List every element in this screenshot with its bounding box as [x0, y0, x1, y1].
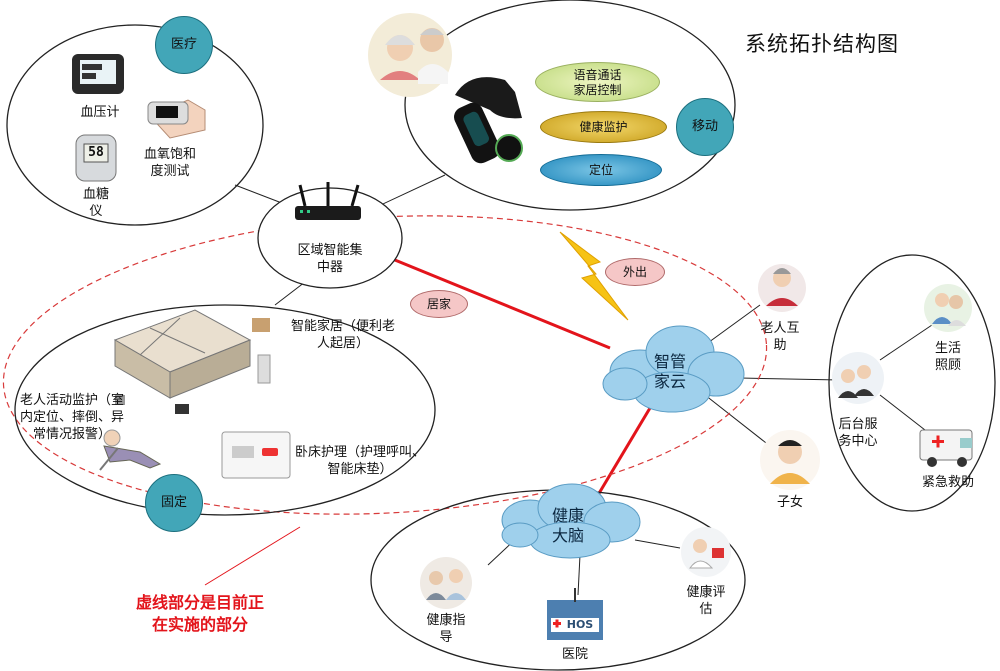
hospital-sign-text: HOS	[566, 618, 594, 631]
link-service-rescue	[879, 394, 926, 431]
hub-node	[257, 187, 403, 289]
smart-home-text: 智能家居（便利老人起居）	[291, 319, 396, 351]
bedside-care-label: 卧床护理（护理呼叫、智能床垫）	[290, 444, 430, 478]
service-group	[828, 254, 996, 512]
blood-pressure-label: 血压计	[80, 105, 120, 120]
home-link-tag: 居家	[410, 290, 468, 318]
link-cloud-brain	[596, 407, 652, 496]
note-pointer-line	[204, 526, 301, 586]
health-assessment-photo	[681, 527, 731, 577]
link-hub-cloud	[389, 256, 611, 350]
fixed-group	[14, 304, 436, 516]
link-hub-fixed	[274, 281, 306, 306]
smart-home-floorplan-icon	[113, 309, 271, 414]
hub-label: 区域智能集中器	[280, 242, 380, 276]
mobile-badge-label: 移动	[691, 119, 718, 134]
glucose-screen-value: 58	[88, 145, 104, 160]
brain-cloud-icon	[501, 483, 641, 559]
in-progress-boundary	[2, 215, 768, 515]
activity-monitor-label: 老人活动监护（室内定位、摔倒、异常情况报警）	[12, 392, 132, 443]
link-cloud-service	[739, 377, 841, 381]
glucose-label: 血糖仪	[78, 186, 114, 220]
fallen-elder-icon	[99, 429, 162, 471]
ambulance-icon	[919, 429, 973, 467]
glucose-text: 血糖仪	[82, 187, 109, 219]
life-care-text: 生活照顾	[934, 341, 961, 373]
life-care-photo	[924, 284, 972, 332]
nurse-call-panel-icon	[221, 431, 291, 479]
service-center-text: 后台服务中心	[838, 417, 878, 449]
link-brain-assessment	[634, 539, 681, 549]
link-service-care	[879, 324, 933, 361]
service-center-label: 后台服务中心	[830, 416, 886, 450]
smart-band-icon	[454, 77, 523, 164]
location-pill: 定位	[540, 154, 662, 186]
health-assessment-label: 健康评估	[676, 584, 736, 618]
mobile-group	[404, 0, 736, 211]
glucose-meter-icon	[75, 134, 117, 182]
link-brain-hospital	[577, 554, 581, 596]
elderly-couple-photo	[368, 13, 452, 97]
medical-badge: 医疗	[155, 16, 213, 74]
voice-home-control-label: 语音通话家居控制	[573, 68, 622, 97]
router-icon	[295, 182, 361, 220]
service-center-staff-photo	[832, 352, 884, 404]
diagram-title: 系统拓扑结构图	[745, 32, 899, 56]
mutual-aid-text: 老人互助	[760, 321, 800, 353]
oximeter-label: 血氧饱和度测试	[140, 146, 200, 180]
smart-home-label: 智能家居（便利老人起居）	[288, 318, 398, 352]
lightning-icon	[559, 231, 629, 321]
hospital-icon	[547, 588, 603, 640]
medical-group	[6, 24, 264, 226]
mutual-aid-label: 老人互助	[752, 320, 808, 354]
blood-pressure-monitor-icon	[72, 54, 124, 94]
fixed-badge: 固定	[145, 474, 203, 532]
location-label: 定位	[588, 163, 613, 177]
health-monitor-label: 健康监护	[579, 120, 628, 134]
mutual-aid-elder-photo	[758, 264, 806, 312]
children-label: 子女	[776, 495, 803, 510]
link-cloud-mutual	[704, 304, 761, 346]
in-progress-note: 虚线部分是目前正在实施的部分	[110, 592, 290, 636]
hospital-label: 医院	[561, 647, 588, 662]
oximeter-icon	[147, 99, 206, 139]
health-assessment-text: 健康评估	[686, 585, 726, 617]
medical-badge-label: 医疗	[170, 37, 197, 52]
health-guidance-text: 健康指导	[426, 613, 466, 645]
brain-text: 健康大脑	[551, 506, 584, 545]
oximeter-text: 血氧饱和度测试	[143, 147, 196, 179]
children-photo	[760, 430, 820, 490]
hub-text: 区域智能集中器	[297, 243, 363, 275]
cloud-label: 智管家云	[640, 352, 700, 392]
cloud-icon	[602, 325, 745, 413]
cloud-text: 智管家云	[653, 352, 686, 391]
activity-monitor-text: 老人活动监护（室内定位、摔倒、异常情况报警）	[19, 393, 124, 442]
bedside-care-text: 卧床护理（护理呼叫、智能床垫）	[294, 445, 425, 477]
link-cloud-children	[704, 394, 776, 451]
health-guidance-label: 健康指导	[418, 612, 474, 646]
health-guidance-photo	[420, 557, 472, 609]
in-progress-note-text: 虚线部分是目前正在实施的部分	[135, 593, 264, 634]
emergency-rescue-label: 紧急救助	[921, 475, 974, 490]
life-care-label: 生活照顾	[924, 340, 972, 374]
home-link-label: 居家	[426, 297, 451, 311]
voice-home-control-pill: 语音通话家居控制	[535, 62, 660, 102]
outside-link-tag: 外出	[605, 258, 665, 286]
fixed-badge-label: 固定	[160, 495, 187, 510]
brain-label: 健康大脑	[538, 506, 598, 546]
outside-link-label: 外出	[622, 265, 647, 279]
mobile-badge: 移动	[676, 98, 734, 156]
health-monitor-pill: 健康监护	[540, 111, 667, 143]
